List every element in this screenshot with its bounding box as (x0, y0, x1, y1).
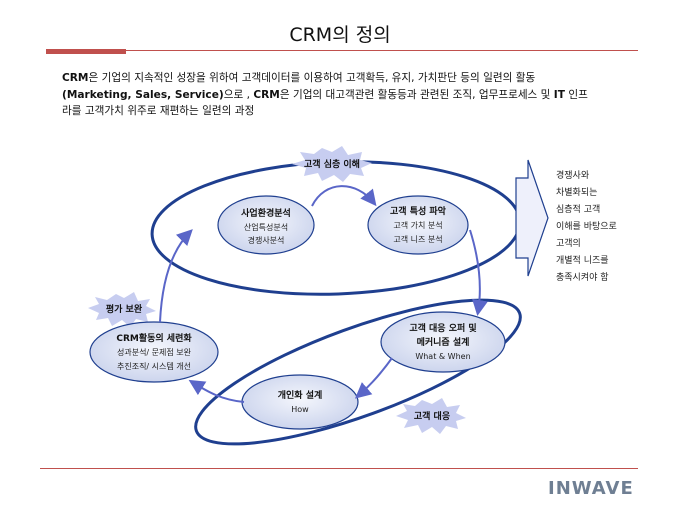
node-offer-design-title: 고객 대응 오퍼 및 (409, 322, 476, 334)
intro-line1: 은 기업의 지속적인 성장을 위하여 고객데이터를 이용하여 고객확득, 유지,… (88, 72, 536, 84)
node-customer-traits (367, 195, 469, 255)
burst-label-deep-understanding: 고객 심층 이해 (304, 158, 360, 170)
node-offer-design-line1: 메커니즘 설계 (417, 336, 470, 348)
burst-response (396, 398, 466, 434)
node-business-env-title: 사업환경분석 (241, 207, 291, 219)
node-personalization-line1: How (291, 405, 309, 414)
node-customer-traits-line1: 고객 가치 분석 (393, 220, 442, 230)
node-business-env-line2: 경쟁사분석 (248, 235, 285, 245)
intro-lead-crm2: CRM (253, 88, 280, 101)
arrow-refine-to-env (159, 229, 193, 323)
intro-line2a: 으로 , (223, 88, 254, 101)
side-note: 경쟁사와 차별화되는 심층적 고객 이해를 바탕으로 고객의 개별적 니즈를 충… (556, 168, 656, 287)
arrow-personal-to-refine (188, 379, 245, 403)
arrow-env-to-traits (311, 185, 377, 207)
side-note-line: 심층적 고객 (556, 205, 601, 215)
node-business-env (217, 195, 315, 255)
side-note-line: 개별적 니즈를 (556, 256, 609, 266)
node-refinement (89, 321, 219, 383)
intro-lead-activities: (Marketing, Sales, Service) (62, 88, 224, 101)
node-customer-traits-line2: 고객 니즈 분석 (393, 234, 442, 244)
node-business-env-line1: 산업특성분석 (244, 222, 288, 232)
node-offer-design-line2: What & When (415, 352, 470, 361)
node-personalization-title: 개인화 설계 (278, 389, 323, 401)
intro-it: IT (553, 88, 565, 101)
side-note-line: 이해를 바탕으로 (556, 222, 617, 232)
intro-lead-crm: CRM (62, 72, 89, 84)
side-note-line: 경쟁사와 (556, 171, 590, 181)
node-refinement-title: CRM활동의 세련화 (116, 332, 192, 344)
title-rule (46, 50, 638, 51)
node-refinement-line2: 추진조직/ 시스템 개선 (117, 361, 191, 371)
title-accent-bar (46, 49, 126, 54)
burst-label-response: 고객 대응 (414, 410, 450, 422)
intro-line2c: 인프 (564, 88, 588, 101)
side-note-line: 충족시켜야 함 (556, 273, 609, 283)
outcome-arrow (515, 159, 549, 277)
page-title: CRM의 정의 (289, 24, 391, 46)
node-offer-design (380, 311, 506, 373)
node-customer-traits-title: 고객 특성 파악 (390, 205, 447, 217)
node-personalization (241, 374, 359, 430)
footer-rule (40, 468, 638, 469)
intro-line3: 라를 고객가치 위주로 재편하는 일련의 과정 (62, 105, 255, 117)
burst-label-evaluation: 평가 보완 (106, 303, 143, 315)
lower-cycle-ellipse (194, 298, 522, 446)
node-refinement-line1: 성과분석/ 문제점 보완 (117, 347, 192, 357)
intro-text: CRM은 기업의 지속적인 성장을 위하여 고객데이터를 이용하여 고객확득, … (62, 70, 632, 120)
arrow-traits-to-offer (469, 229, 488, 316)
intro-line2b: 은 기업의 대고객관련 활동등과 관련된 조직, 업무프로세스 및 (279, 88, 554, 101)
burst-evaluation (88, 292, 156, 327)
side-note-line: 차별화되는 (556, 188, 598, 198)
company-logo: INWAVE (548, 478, 634, 499)
side-note-line: 고객의 (556, 239, 581, 249)
burst-deep-understanding (292, 146, 372, 182)
arrow-offer-to-personal (354, 357, 393, 399)
